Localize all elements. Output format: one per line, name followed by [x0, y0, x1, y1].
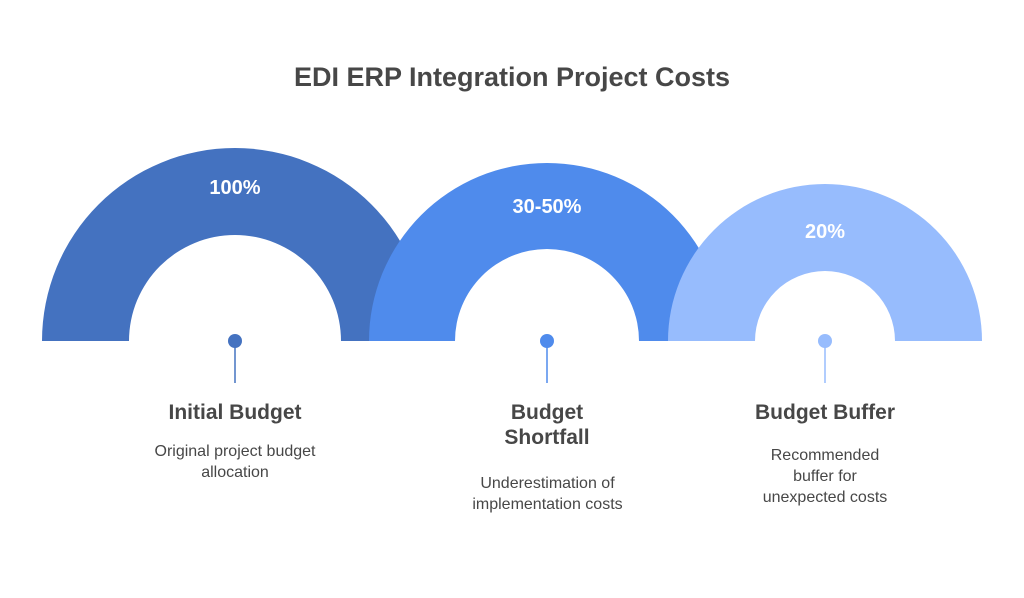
arc-initial-budget — [42, 148, 428, 341]
item-heading: Initial Budget — [168, 401, 302, 424]
diagram-title: EDI ERP Integration Project Costs — [293, 62, 731, 92]
value-label: 100% — [209, 177, 261, 199]
item-description: Recommended buffer for unexpected costs — [762, 447, 888, 506]
item-description: Underestimation of implementation costs — [472, 475, 623, 513]
item-description: Original project budget allocation — [154, 443, 316, 481]
arc-budget-shortfall — [369, 163, 725, 341]
value-label: 20% — [804, 221, 846, 243]
marker-dot — [818, 334, 832, 348]
item-heading: Budget Buffer — [755, 401, 895, 424]
marker-dot — [228, 334, 242, 348]
item-heading: Budget Shortfall — [504, 401, 590, 449]
arc-budget-buffer — [668, 184, 982, 341]
marker-dot — [540, 334, 554, 348]
value-label: 30-50% — [512, 196, 582, 218]
